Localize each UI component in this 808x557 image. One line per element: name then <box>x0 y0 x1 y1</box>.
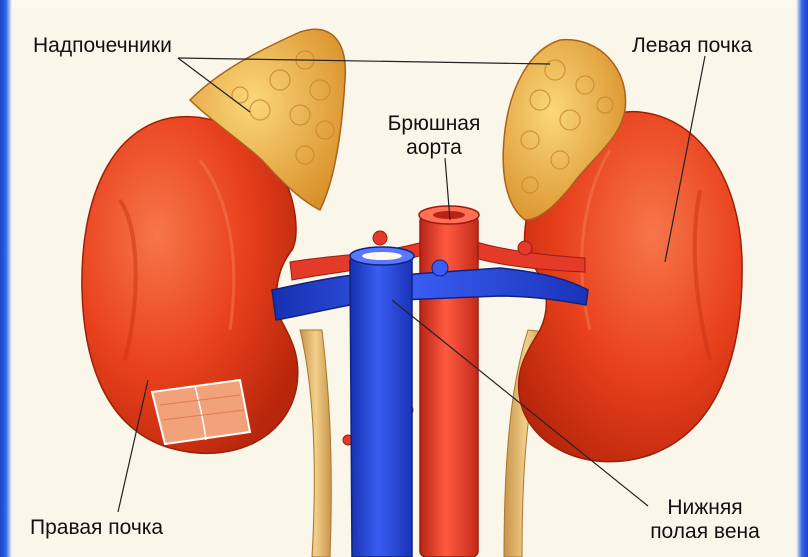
label-adrenal-glands: Надпочечники <box>33 34 172 58</box>
label-left-kidney: Левая почка <box>632 34 752 58</box>
abdominal-aorta <box>420 215 478 557</box>
label-vena-line2: полая вена <box>630 520 780 544</box>
label-aorta-line2: аорта <box>368 136 500 160</box>
inferior-vena-cava <box>350 254 412 557</box>
right-ureter <box>300 330 331 557</box>
label-aorta-line1: Брюшная <box>368 112 500 136</box>
label-vena-line1: Нижняя <box>630 496 780 520</box>
label-right-kidney: Правая почка <box>30 516 163 540</box>
